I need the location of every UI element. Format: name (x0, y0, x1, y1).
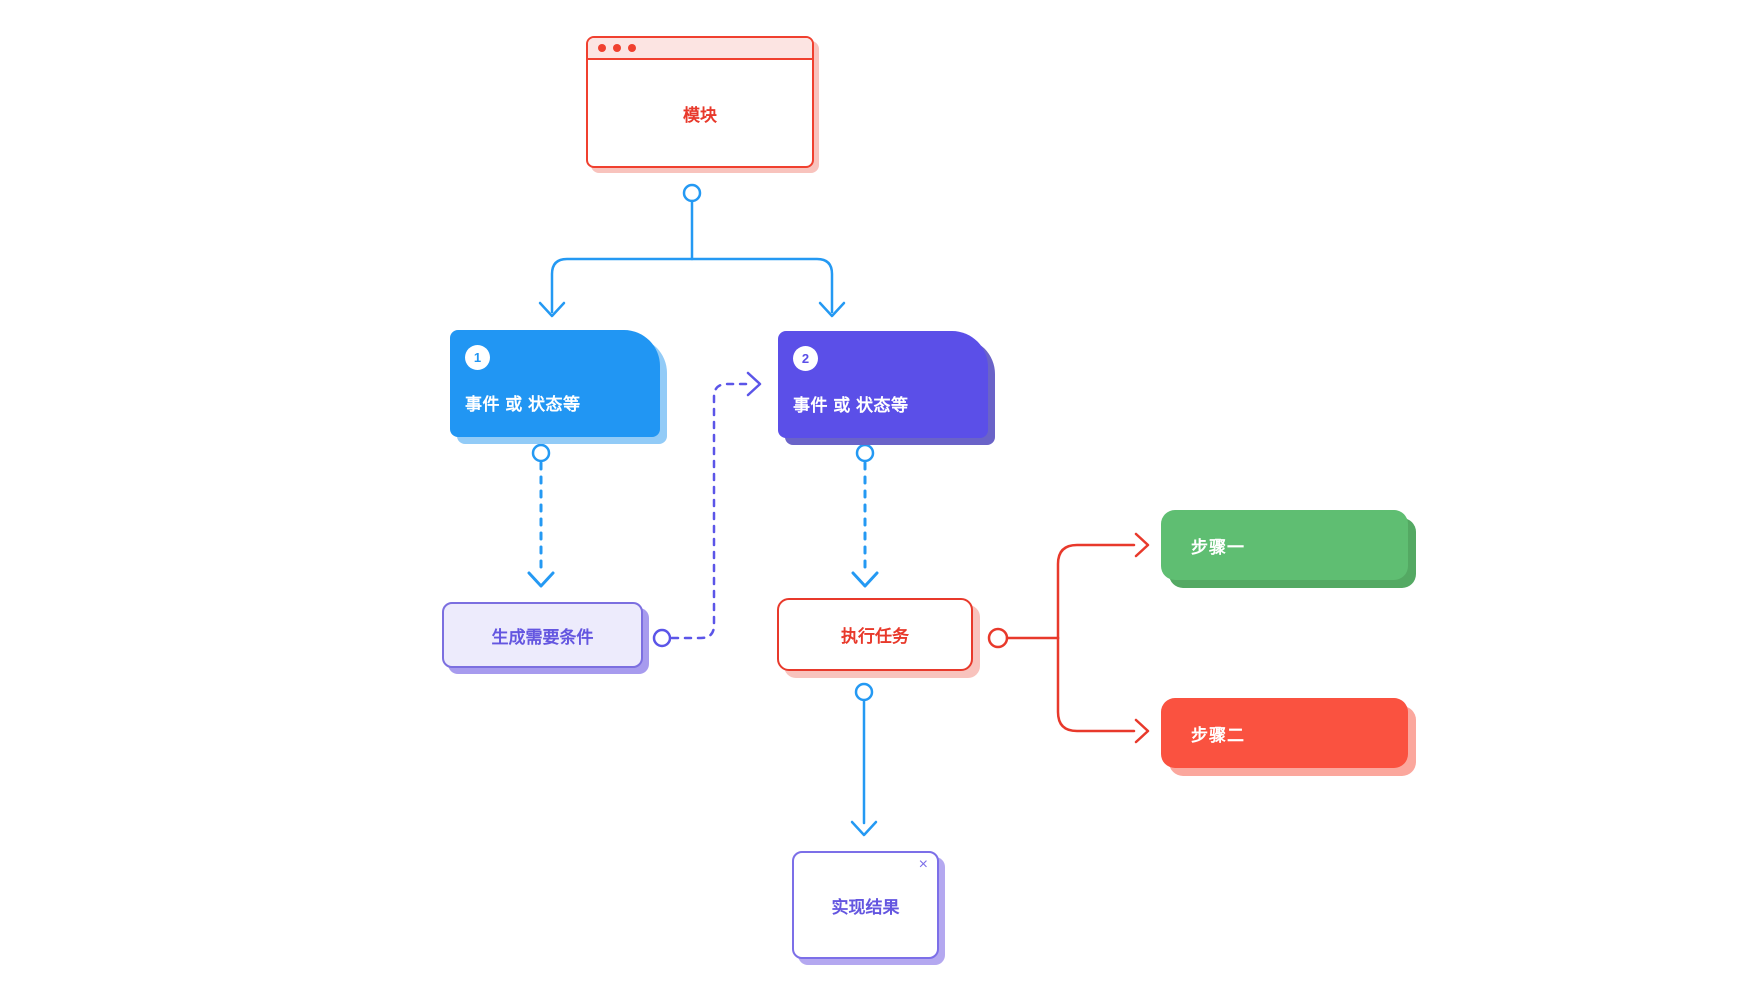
arrowhead-to-step1 (1134, 532, 1150, 558)
module-window-node[interactable]: 模块 (586, 36, 814, 168)
module-label: 模块 (683, 105, 717, 125)
connector-endpoint-circle (652, 628, 672, 648)
connector-task-step1 (1056, 543, 1136, 640)
step1-label: 步骤一 (1191, 537, 1245, 557)
task-node[interactable]: 执行任务 (777, 598, 973, 671)
window-dot-icon (613, 44, 621, 52)
connector-endpoint-circle (854, 682, 874, 702)
step-number-badge: 2 (793, 346, 818, 371)
connector-module-branches (550, 257, 834, 314)
arrowhead-to-event2 (818, 301, 846, 318)
arrowhead-to-step2 (1134, 718, 1150, 744)
condition-node[interactable]: 生成需要条件 (442, 602, 643, 668)
condition-label: 生成需要条件 (491, 627, 594, 647)
window-dot-icon (628, 44, 636, 52)
close-icon[interactable]: × (918, 856, 928, 873)
event2-label: 事件 或 状态等 (793, 396, 909, 415)
window-titlebar (588, 38, 812, 60)
event1-label: 事件 或 状态等 (465, 395, 581, 414)
connector-endpoint-circle (855, 443, 875, 463)
step2-node[interactable]: 步骤二 (1161, 698, 1408, 768)
result-node[interactable]: × 实现结果 (792, 851, 939, 959)
connector-condition-event2 (670, 382, 748, 640)
connector-endpoint-circle (531, 443, 551, 463)
step-number-badge: 1 (465, 345, 490, 370)
arrowhead-to-event1 (538, 301, 566, 318)
arrowhead-to-result (850, 820, 878, 837)
connector-endpoint-circle (682, 183, 702, 203)
arrowhead-to-event2-side (746, 371, 762, 397)
arrowhead-to-condition (527, 571, 555, 588)
arrowhead-to-task (851, 571, 879, 588)
step2-label: 步骤二 (1191, 725, 1245, 745)
event1-node[interactable]: 1 事件 或 状态等 (450, 330, 660, 437)
event2-node[interactable]: 2 事件 或 状态等 (778, 331, 988, 438)
connector-endpoint-circle (987, 627, 1009, 649)
window-dot-icon (598, 44, 606, 52)
task-label: 执行任务 (841, 627, 909, 646)
step1-node[interactable]: 步骤一 (1161, 510, 1408, 580)
connector-task-step2 (1056, 636, 1136, 733)
result-label: 实现结果 (831, 897, 900, 917)
